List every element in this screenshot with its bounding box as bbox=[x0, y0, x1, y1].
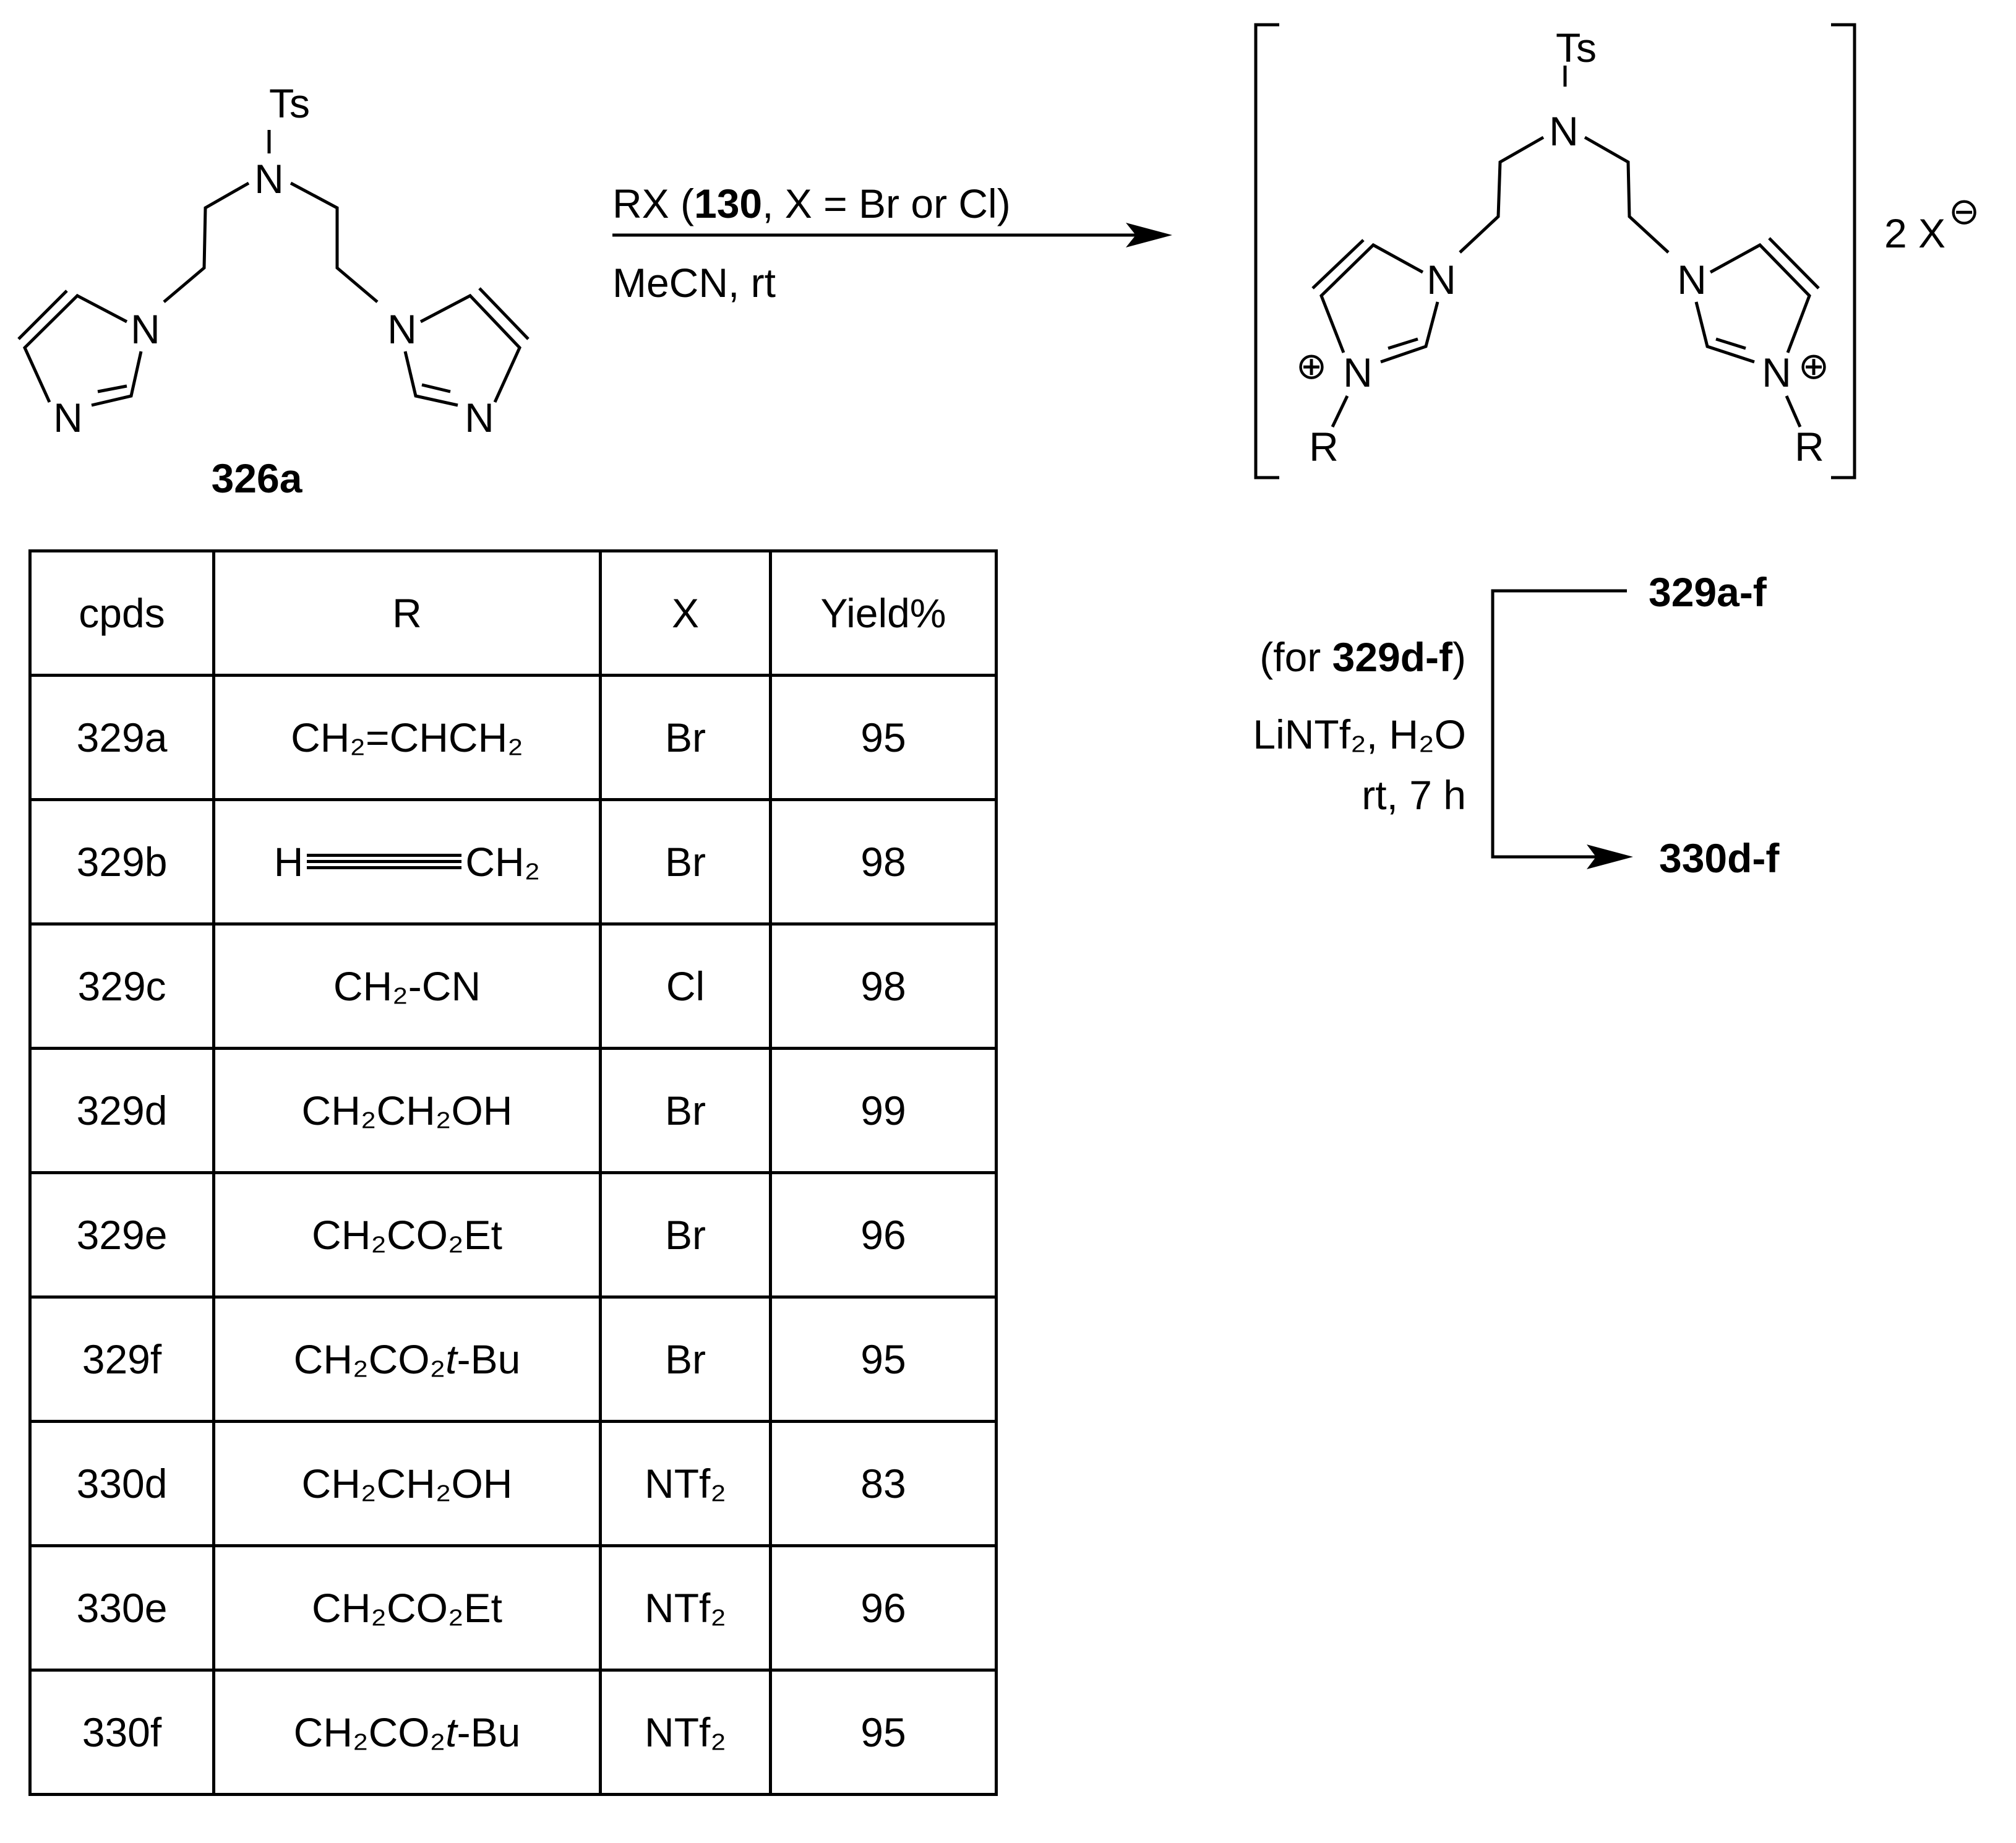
r-cell: CH₂CH₂OH bbox=[212, 1047, 602, 1174]
cpd-cell: 329c bbox=[28, 922, 215, 1050]
table-row: 329d CH₂CH₂OH Br 99 bbox=[28, 1047, 998, 1174]
product-right-n3: N bbox=[1762, 350, 1791, 395]
reaction-arrowhead bbox=[1126, 223, 1172, 247]
right-ring-n1: N bbox=[387, 306, 417, 352]
propargyl-group: H CH₂ bbox=[274, 838, 541, 885]
solvent-text: MeCN, rt bbox=[612, 260, 776, 306]
r-cell: CH₂-CN bbox=[212, 922, 602, 1050]
x-cell: Cl bbox=[599, 922, 772, 1050]
x-cell: Br bbox=[599, 1047, 772, 1174]
table-header-row: cpds R X Yield% bbox=[28, 549, 998, 677]
product-ts-label: Ts bbox=[1556, 25, 1597, 71]
second-step-condition: (for 329d-f) bbox=[1259, 634, 1466, 680]
propargyl-ch2: CH₂ bbox=[465, 839, 541, 885]
product-left-r: R bbox=[1309, 424, 1339, 470]
x-cell: NTf₂ bbox=[599, 1544, 772, 1672]
triple-bond-icon bbox=[307, 854, 462, 870]
second-step-arrowhead bbox=[1587, 844, 1633, 869]
intermediate-label-329a-f: 329a-f bbox=[1649, 569, 1767, 615]
r-cell: CH₂=CHCH₂ bbox=[212, 674, 602, 801]
header-x: X bbox=[599, 549, 772, 677]
yield-cell: 96 bbox=[769, 1171, 998, 1299]
counterion-label: 2 X bbox=[1884, 210, 1945, 256]
product-right-n1: N bbox=[1677, 257, 1707, 303]
amine-n-label: N bbox=[254, 156, 284, 202]
header-yield: Yield% bbox=[769, 549, 998, 677]
header-r: R bbox=[212, 549, 602, 677]
cpd-cell: 329e bbox=[28, 1171, 215, 1299]
cpd-cell: 329a bbox=[28, 674, 215, 801]
yield-cell: 99 bbox=[769, 1047, 998, 1174]
left-bracket bbox=[1254, 23, 1279, 479]
cpd-cell: 330d bbox=[28, 1420, 215, 1547]
cpd-cell: 329f bbox=[28, 1295, 215, 1423]
starting-material-structure: Ts N N N N N bbox=[17, 80, 530, 440]
yield-cell: 98 bbox=[769, 798, 998, 926]
product-left-n1: N bbox=[1426, 257, 1456, 303]
table-row: 330e CH₂CO₂Et NTf₂ 96 bbox=[28, 1544, 998, 1672]
compound-label-326a: 326a bbox=[212, 455, 303, 501]
r-cell: CH₂CH₂OH bbox=[212, 1420, 602, 1547]
yield-cell: 95 bbox=[769, 1295, 998, 1423]
yield-cell: 95 bbox=[769, 1669, 998, 1796]
r-cell: CH₂CO₂Et bbox=[212, 1171, 602, 1299]
product-left-n3: N bbox=[1343, 350, 1373, 395]
cpd-cell: 330f bbox=[28, 1669, 215, 1796]
table-row: 329b H CH₂ Br 98 bbox=[28, 798, 998, 926]
yield-cell: 98 bbox=[769, 922, 998, 1050]
r-cell: CH₂CO₂Et bbox=[212, 1544, 602, 1672]
second-step-time: rt, 7 h bbox=[1362, 772, 1466, 818]
cpd-cell: 329d bbox=[28, 1047, 215, 1174]
product-right-r: R bbox=[1795, 424, 1824, 470]
yield-cell: 96 bbox=[769, 1544, 998, 1672]
second-step-arrow bbox=[1491, 589, 1627, 859]
x-cell: NTf₂ bbox=[599, 1669, 772, 1796]
left-ring-n1: N bbox=[131, 306, 160, 352]
header-cpds: cpds bbox=[28, 549, 215, 677]
left-ring-n3: N bbox=[53, 395, 83, 440]
table-row: 330f CH₂CO₂t-Bu NTf₂ 95 bbox=[28, 1669, 998, 1796]
ts-label: Ts bbox=[269, 80, 310, 126]
second-step-reagents: LiNTf₂, H₂O bbox=[1253, 711, 1466, 757]
yield-cell: 83 bbox=[769, 1420, 998, 1547]
table-row: 330d CH₂CH₂OH NTf₂ 83 bbox=[28, 1420, 998, 1547]
x-cell: NTf₂ bbox=[599, 1420, 772, 1547]
table-row: 329e CH₂CO₂Et Br 96 bbox=[28, 1171, 998, 1299]
x-cell: Br bbox=[599, 1295, 772, 1423]
x-cell: Br bbox=[599, 798, 772, 926]
right-positive-charge: ⊕ bbox=[1798, 345, 1829, 387]
cpd-cell: 330e bbox=[28, 1544, 215, 1672]
reagent-text: RX (130, X = Br or Cl) bbox=[612, 181, 1011, 226]
r-cell: CH₂CO₂t-Bu bbox=[212, 1669, 602, 1796]
cpd-cell: 329b bbox=[28, 798, 215, 926]
table-row: 329c CH₂-CN Cl 98 bbox=[28, 922, 998, 1050]
x-cell: Br bbox=[599, 1171, 772, 1299]
yield-cell: 95 bbox=[769, 674, 998, 801]
product-label-330d-f: 330d-f bbox=[1659, 835, 1780, 881]
x-cell: Br bbox=[599, 674, 772, 801]
propargyl-h: H bbox=[273, 839, 304, 885]
product-structure: Ts N N N R ⊕ N N R ⊕ bbox=[1254, 23, 1856, 479]
product-amine-n: N bbox=[1549, 108, 1579, 154]
r-cell: H CH₂ bbox=[212, 798, 602, 926]
right-bracket bbox=[1831, 23, 1856, 479]
table-row: 329a CH₂=CHCH₂ Br 95 bbox=[28, 674, 998, 801]
table-row: 329f CH₂CO₂t-Bu Br 95 bbox=[28, 1295, 998, 1423]
counterion-charge: ⊖ bbox=[1949, 191, 1980, 232]
left-positive-charge: ⊕ bbox=[1296, 345, 1327, 387]
results-table: cpds R X Yield% 329a CH₂=CHCH₂ Br 95 329… bbox=[28, 549, 998, 1796]
right-ring-n3: N bbox=[465, 395, 494, 440]
r-cell: CH₂CO₂t-Bu bbox=[212, 1295, 602, 1423]
